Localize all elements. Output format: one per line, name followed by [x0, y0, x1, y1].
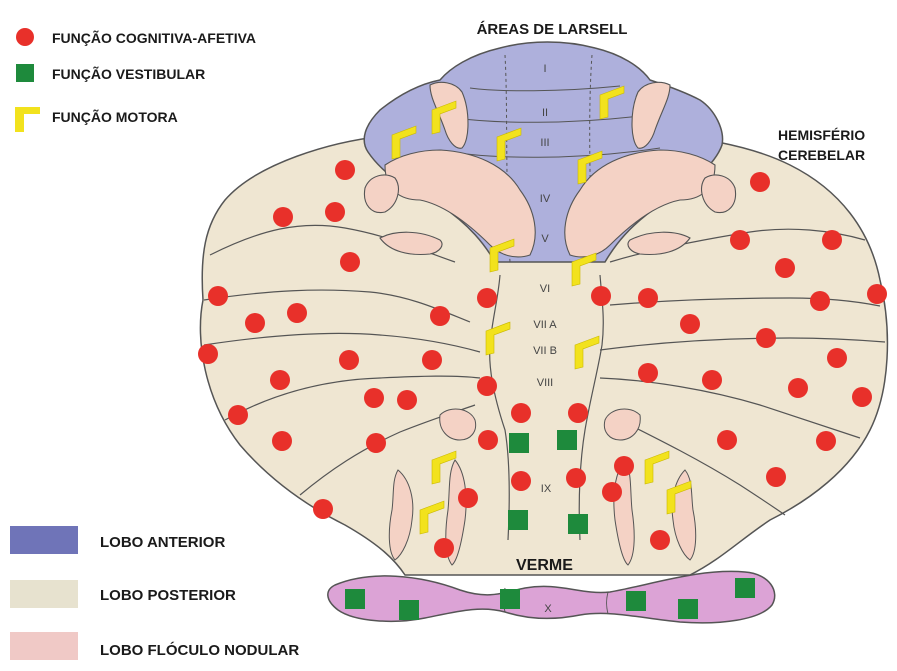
cognitive-marker	[788, 378, 808, 398]
larsell-area-label: III	[540, 137, 549, 149]
larsell-area-label: X	[544, 603, 552, 615]
cognitive-marker	[397, 390, 417, 410]
title: ÁREAS DE LARSELL	[477, 21, 628, 38]
vestibular-marker	[500, 589, 520, 609]
cognitive-marker	[364, 388, 384, 408]
vestibular-marker	[399, 600, 419, 620]
cognitive-marker	[827, 348, 847, 368]
hemisphere-label-line2: CEREBELAR	[778, 147, 865, 163]
larsell-area-label: IV	[540, 193, 551, 205]
cognitive-marker	[208, 286, 228, 306]
larsell-area-label: IX	[541, 483, 552, 495]
hemisphere-label-line1: HEMISFÉRIO	[778, 127, 865, 143]
cognitive-marker	[273, 207, 293, 227]
cognitive-marker	[245, 313, 265, 333]
vestibular-marker	[626, 591, 646, 611]
cognitive-marker	[702, 370, 722, 390]
larsell-area-label: II	[542, 107, 548, 119]
legend-flocculonodular-label: LOBO FLÓCULO NODULAR	[100, 641, 299, 659]
larsell-area-label: VI	[540, 283, 550, 295]
flocculonodular-lobe	[328, 571, 775, 622]
cognitive-marker	[650, 530, 670, 550]
legend-motor-marker	[15, 107, 40, 132]
cognitive-marker	[270, 370, 290, 390]
cognitive-marker	[816, 431, 836, 451]
vestibular-marker	[345, 589, 365, 609]
cognitive-marker	[430, 306, 450, 326]
cognitive-marker	[228, 405, 248, 425]
cognitive-marker	[272, 431, 292, 451]
cognitive-marker	[730, 230, 750, 250]
cognitive-marker	[602, 482, 622, 502]
larsell-area-label: VII B	[533, 345, 557, 357]
cognitive-marker	[477, 288, 497, 308]
cognitive-marker	[434, 538, 454, 558]
cognitive-marker	[313, 499, 333, 519]
cognitive-marker	[478, 430, 498, 450]
cognitive-marker	[775, 258, 795, 278]
vestibular-marker	[508, 510, 528, 530]
legend-anterior-swatch	[10, 526, 78, 554]
legend-flocculonodular-swatch	[10, 632, 78, 660]
larsell-area-label: VIII	[537, 377, 554, 389]
legend-cognitive-label: FUNÇÃO COGNITIVA-AFETIVA	[52, 29, 256, 46]
cognitive-marker	[339, 350, 359, 370]
cognitive-marker	[287, 303, 307, 323]
cognitive-marker	[638, 288, 658, 308]
cognitive-marker	[335, 160, 355, 180]
vestibular-marker	[509, 433, 529, 453]
cognitive-marker	[680, 314, 700, 334]
legend-anterior-label: LOBO ANTERIOR	[100, 534, 225, 551]
legend-cognitive-marker	[16, 28, 34, 46]
cognitive-marker	[511, 471, 531, 491]
cognitive-marker	[566, 468, 586, 488]
larsell-area-label: I	[543, 63, 546, 75]
cognitive-marker	[756, 328, 776, 348]
legend-posterior-swatch	[10, 580, 78, 608]
vestibular-marker	[678, 599, 698, 619]
cognitive-marker	[852, 387, 872, 407]
cognitive-marker	[422, 350, 442, 370]
cognitive-marker	[717, 430, 737, 450]
larsell-area-label: VII A	[533, 319, 557, 331]
cognitive-marker	[511, 403, 531, 423]
legend-posterior-label: LOBO POSTERIOR	[100, 587, 236, 604]
cognitive-marker	[822, 230, 842, 250]
cognitive-marker	[614, 456, 634, 476]
cognitive-marker	[340, 252, 360, 272]
cognitive-marker	[458, 488, 478, 508]
cognitive-marker	[750, 172, 770, 192]
verme-label: VERME	[516, 557, 573, 574]
larsell-area-label: V	[541, 233, 549, 245]
cognitive-marker	[810, 291, 830, 311]
cognitive-marker	[638, 363, 658, 383]
cognitive-marker	[198, 344, 218, 364]
cognitive-marker	[366, 433, 386, 453]
cognitive-marker	[766, 467, 786, 487]
cognitive-marker	[477, 376, 497, 396]
legend-vestibular-marker	[16, 64, 34, 82]
vestibular-marker	[735, 578, 755, 598]
cognitive-marker	[568, 403, 588, 423]
cognitive-marker	[591, 286, 611, 306]
legend-vestibular-label: FUNÇÃO VESTIBULAR	[52, 65, 205, 82]
vestibular-marker	[568, 514, 588, 534]
vestibular-marker	[557, 430, 577, 450]
legend-motor-label: FUNÇÃO MOTORA	[52, 108, 178, 125]
cognitive-marker	[867, 284, 887, 304]
cognitive-marker	[325, 202, 345, 222]
